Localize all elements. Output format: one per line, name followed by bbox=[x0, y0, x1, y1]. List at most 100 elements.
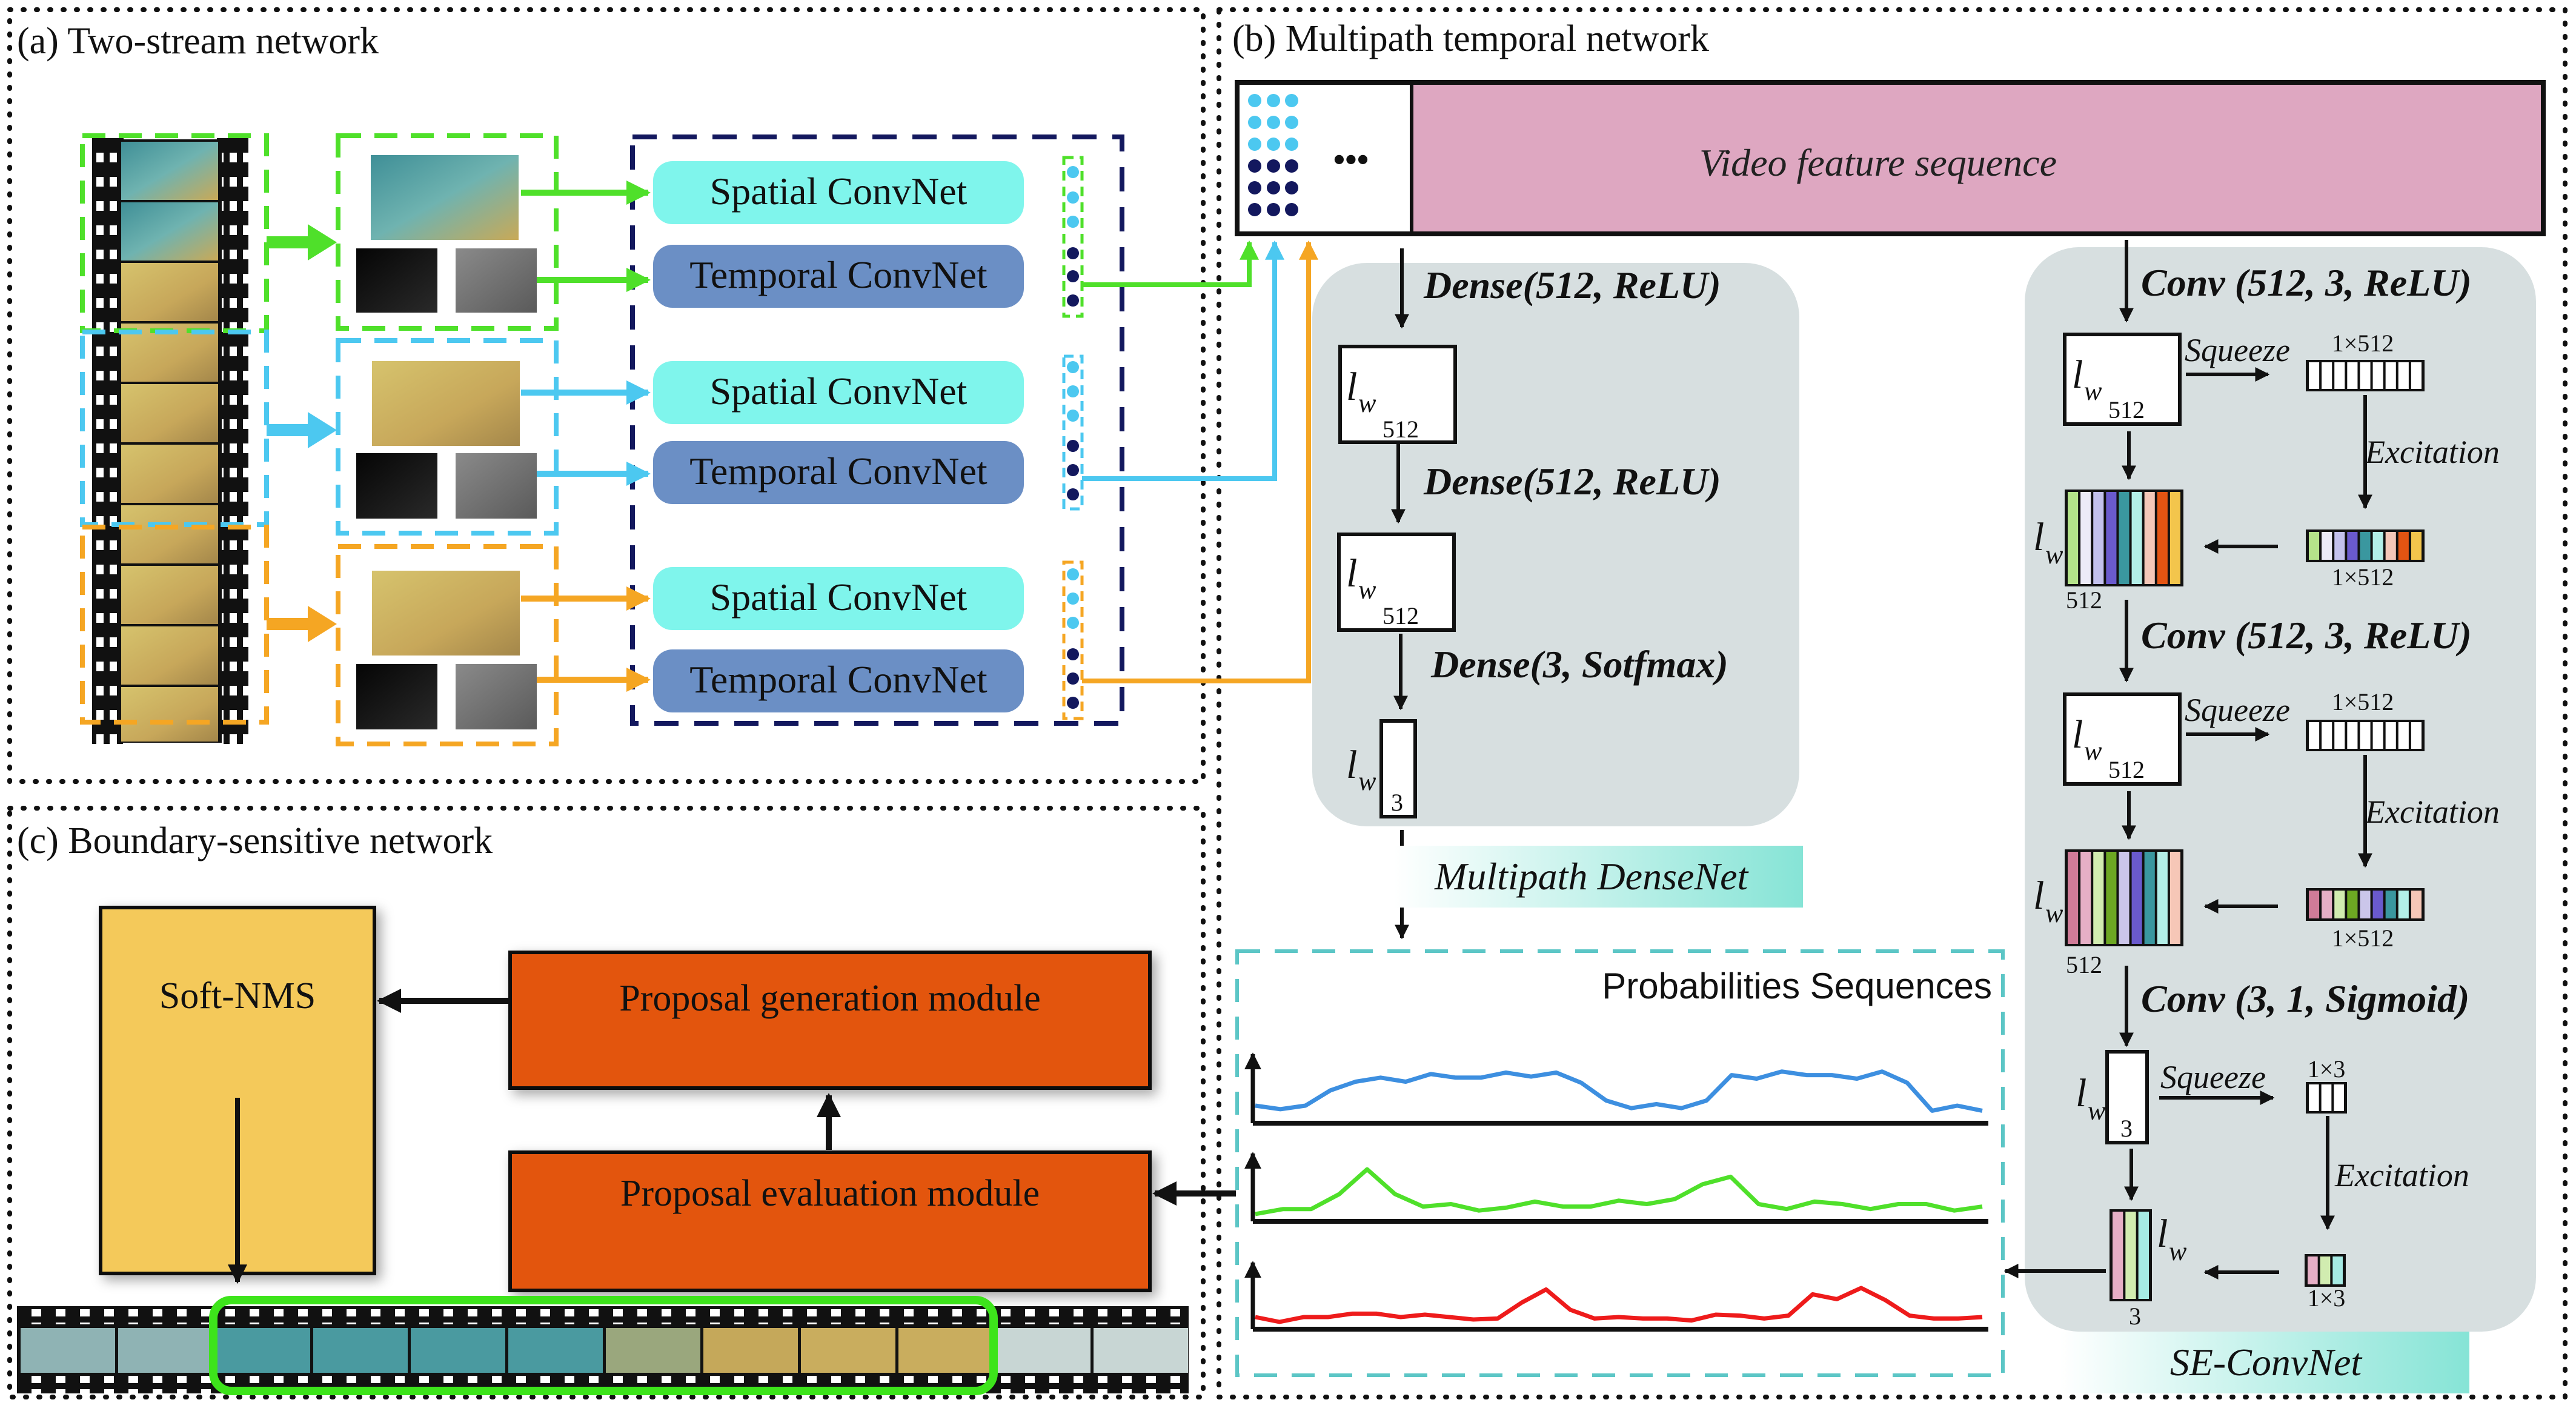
vector-dim-label: 1×512 bbox=[2332, 563, 2394, 591]
excitation-vector-channel bbox=[2322, 532, 2332, 560]
dense-block bbox=[1379, 719, 1417, 818]
lw-subscript: w bbox=[2169, 1236, 2187, 1266]
squeeze-vector-channel bbox=[2334, 1084, 2344, 1111]
lw-label: l bbox=[2072, 712, 2083, 757]
stream-2: Spatial ConvNet Temporal ConvNet bbox=[521, 354, 1084, 511]
se-convnet: Conv (512, 3, ReLU) l w 512 Squeeze 1×51… bbox=[2003, 240, 2536, 1393]
excitation-vector-channel bbox=[2385, 532, 2396, 560]
recalibrated-block-channel bbox=[2125, 1212, 2136, 1299]
excitation-label: Excitation bbox=[2334, 1157, 2469, 1193]
series-line-start bbox=[1255, 1069, 1983, 1113]
vector-dim-label: 1×3 bbox=[2308, 1284, 2346, 1312]
rgb-frame bbox=[371, 155, 519, 240]
excitation-vector-channel bbox=[2347, 891, 2358, 918]
se-convnet-title: SE-ConvNet bbox=[2170, 1341, 2363, 1384]
recalibrated-block bbox=[2065, 849, 2183, 946]
dense-layer-label: Dense(3, Sotfmax) bbox=[1430, 643, 1728, 686]
video-frame bbox=[121, 687, 218, 742]
snippet-blue bbox=[336, 338, 559, 536]
optical-flow-y bbox=[456, 248, 537, 313]
lw-subscript: w bbox=[2045, 540, 2063, 569]
dim-label: 512 bbox=[1383, 602, 1419, 629]
excitation-vector bbox=[2306, 888, 2425, 921]
video-frame bbox=[703, 1328, 798, 1373]
blue-arrow-icon bbox=[267, 412, 337, 448]
temporal-convnet-label: Temporal ConvNet bbox=[689, 253, 988, 296]
excitation-vector-channel bbox=[2334, 891, 2345, 918]
dim-label: 512 bbox=[2108, 396, 2145, 423]
recalibrated-block bbox=[2065, 490, 2183, 586]
feature-dots bbox=[1248, 94, 1298, 216]
video-feature-sequence: ••• Video feature sequence bbox=[1235, 80, 2546, 236]
video-frame bbox=[121, 202, 218, 261]
proposal-evaluation-label: Proposal evaluation module bbox=[620, 1173, 1040, 1214]
excitation-vector-channel bbox=[2334, 532, 2345, 560]
excitation-vector-channel bbox=[2398, 891, 2409, 918]
video-frame bbox=[1094, 1328, 1188, 1373]
lw-subscript: w bbox=[2088, 1096, 2106, 1126]
dim-label: 512 bbox=[2066, 951, 2102, 978]
recalibrated-block-channel bbox=[2080, 852, 2091, 944]
video-frame bbox=[118, 1328, 213, 1373]
recalibrated-block-channel bbox=[2068, 492, 2079, 584]
vector-dim-label: 1×3 bbox=[2308, 1055, 2346, 1083]
squeeze-vector-channel bbox=[2334, 722, 2345, 749]
rgb-frame bbox=[372, 361, 520, 446]
dim-label: 3 bbox=[2129, 1303, 2141, 1330]
video-frame bbox=[121, 263, 218, 321]
snippet-green bbox=[336, 133, 559, 331]
vector-dim-label: 1×512 bbox=[2332, 330, 2394, 357]
lw-label: l bbox=[2072, 353, 2083, 397]
dense-layer-label: Dense(512, ReLU) bbox=[1423, 264, 1721, 307]
proposal-evaluation-box bbox=[508, 1150, 1152, 1292]
recalibrated-block-channel bbox=[2080, 492, 2091, 584]
squeeze-label: Squeeze bbox=[2160, 1059, 2266, 1095]
ellipsis: ••• bbox=[1333, 141, 1369, 179]
excitation-vector-channel bbox=[2322, 891, 2332, 918]
lw-label: l bbox=[2033, 874, 2044, 918]
feature-vector-box bbox=[1062, 560, 1084, 720]
squeeze-vector-channel bbox=[2360, 362, 2371, 389]
excitation-vector-channel bbox=[2411, 891, 2422, 918]
excitation-vector-channel bbox=[2320, 1256, 2331, 1284]
vector-dim-label: 1×512 bbox=[2332, 924, 2394, 952]
dim-label: 3 bbox=[2120, 1115, 2133, 1142]
video-frame bbox=[508, 1328, 603, 1373]
squeeze-vector-channel bbox=[2322, 722, 2332, 749]
temporal-convnet-box bbox=[653, 245, 1024, 308]
squeeze-vector bbox=[2306, 720, 2425, 751]
recalibrated-block-channel bbox=[2119, 852, 2130, 944]
panel-b-title: (b) Multipath temporal network bbox=[1232, 18, 1709, 59]
recalibrated-block-channel bbox=[2157, 852, 2168, 944]
dense-block bbox=[1338, 345, 1457, 444]
spatial-convnet-box bbox=[653, 361, 1024, 424]
film-strip-horizontal bbox=[17, 1296, 1189, 1395]
temporal-convnet-label: Temporal ConvNet bbox=[689, 658, 988, 701]
proposal-highlight bbox=[209, 1296, 998, 1395]
temporal-convnet-label: Temporal ConvNet bbox=[689, 450, 988, 493]
recalibrated-block-channel bbox=[2131, 852, 2142, 944]
video-frame bbox=[121, 142, 218, 200]
excitation-vector-channel bbox=[2360, 891, 2371, 918]
conv-layer-label: Conv (512, 3, ReLU) bbox=[2141, 261, 2472, 304]
squeeze-vector-channel bbox=[2398, 362, 2409, 389]
excitation-vector-channel bbox=[2385, 891, 2396, 918]
video-frame bbox=[21, 1328, 115, 1373]
recalibrated-block-channel bbox=[2106, 492, 2117, 584]
excitation-vector-channel bbox=[2360, 532, 2371, 560]
spatial-convnet-label: Spatial ConvNet bbox=[710, 170, 968, 213]
feature-sequence-label: Video feature sequence bbox=[1699, 141, 2057, 184]
spatial-convnet-box bbox=[653, 161, 1024, 224]
boundary-sensitive-network: Soft-NMS Proposal generation module Prop… bbox=[17, 906, 1236, 1395]
squeeze-vector-channel bbox=[2398, 722, 2409, 749]
densenet-title: Multipath DenseNet bbox=[1434, 855, 1749, 898]
squeeze-vector-channel bbox=[2372, 722, 2383, 749]
green-arrow-icon bbox=[267, 224, 337, 261]
excitation-vector-channel bbox=[2308, 1256, 2318, 1284]
excitation-vector bbox=[2305, 1254, 2346, 1287]
squeeze-vector-channel bbox=[2322, 362, 2332, 389]
stream-1: Spatial ConvNet Temporal ConvNet bbox=[521, 156, 1084, 318]
squeeze-vector-channel bbox=[2360, 722, 2371, 749]
squeeze-vector-channel bbox=[2372, 362, 2383, 389]
excitation-vector-channel bbox=[2411, 532, 2422, 560]
